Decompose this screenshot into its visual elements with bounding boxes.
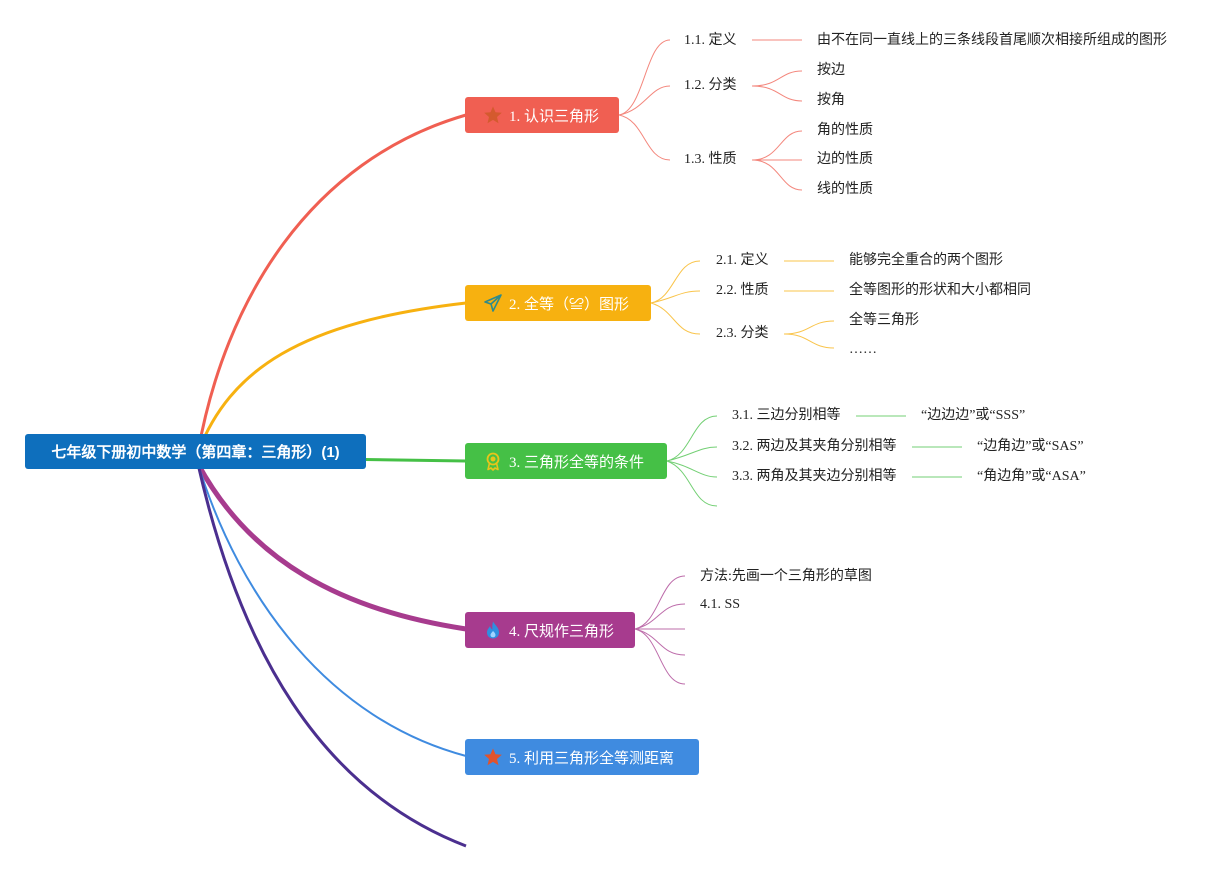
connector-root-branch2 (196, 301, 467, 453)
topic-4-1-label[interactable]: 4.1. SS (700, 597, 741, 612)
root-topic-label: 七年级下册初中数学（第四章：三角形）(1) (51, 444, 340, 461)
connector-root-extra (196, 463, 467, 848)
branch-5-topic[interactable]: 5. 利用三角形全等测距离 (465, 739, 699, 775)
branch-4-label: 4. 尺规作三角形 (509, 623, 615, 640)
topic-2-2-label[interactable]: 2.2. 性质 (716, 283, 769, 298)
topic-1-2-item-1[interactable]: 按边 (817, 63, 845, 78)
branch2-connectors (650, 260, 835, 349)
star-icon (483, 747, 503, 767)
paper-plane-icon (483, 293, 503, 313)
topic-1-2-item-2[interactable]: 按角 (817, 93, 845, 108)
topic-4-method-label[interactable]: 方法:先画一个三角形的草图 (700, 569, 872, 584)
branch3-connectors (666, 415, 962, 507)
topic-3-1-detail[interactable]: “边边边”或“SSS” (921, 408, 1026, 423)
topic-2-1-label[interactable]: 2.1. 定义 (716, 253, 769, 268)
branch-1-label: 1. 认识三角形 (509, 108, 600, 125)
topic-1-3-item-3[interactable]: 线的性质 (817, 182, 873, 197)
topic-3-3-label[interactable]: 3.3. 两角及其夹边分别相等 (732, 469, 897, 484)
topic-2-3-item-2[interactable]: …… (849, 342, 877, 357)
branch-2-label: 2. 全等（≌）图形 (509, 296, 630, 313)
topic-2-1-detail[interactable]: 能够完全重合的两个图形 (849, 253, 1003, 268)
connector-root-branch5 (197, 463, 467, 757)
award-ribbon-icon (483, 451, 503, 471)
branch-3-label: 3. 三角形全等的条件 (509, 454, 645, 471)
branch-1-topic[interactable]: 1. 认识三角形 (465, 97, 619, 133)
branch-2-topic[interactable]: 2. 全等（≌）图形 (465, 285, 651, 321)
topic-3-2-detail[interactable]: “边角边”或“SAS” (977, 439, 1084, 454)
connector-root-branch1 (196, 113, 467, 453)
branch-4-topic[interactable]: 4. 尺规作三角形 (465, 612, 635, 648)
connector-root-branch4 (195, 462, 467, 632)
topic-3-1-label[interactable]: 3.1. 三边分别相等 (732, 408, 841, 423)
topic-2-3-item-1[interactable]: 全等三角形 (849, 313, 919, 328)
topic-2-3-label[interactable]: 2.3. 分类 (716, 326, 769, 341)
topic-1-3-item-1[interactable]: 角的性质 (817, 123, 873, 138)
topic-3-2-label[interactable]: 3.2. 两边及其夹角分别相等 (732, 439, 897, 454)
topic-3-3-detail[interactable]: “角边角”或“ASA” (977, 469, 1086, 484)
topic-1-2-label[interactable]: 1.2. 分类 (684, 78, 737, 93)
branch-5-label: 5. 利用三角形全等测距离 (509, 750, 675, 767)
topic-2-2-detail[interactable]: 全等图形的形状和大小都相同 (849, 283, 1031, 298)
branch1-connectors (618, 39, 803, 191)
branch4-connectors (634, 575, 686, 685)
root-topic[interactable]: 七年级下册初中数学（第四章：三角形）(1) (25, 434, 366, 469)
star-icon (483, 105, 503, 125)
flame-icon (483, 620, 503, 640)
topic-1-3-label[interactable]: 1.3. 性质 (684, 152, 737, 167)
topic-1-3-item-2[interactable]: 边的性质 (817, 152, 873, 167)
topic-1-1-detail[interactable]: 由不在同一直线上的三条线段首尾顺次相接所组成的图形 (817, 33, 1167, 48)
branch-3-topic[interactable]: 3. 三角形全等的条件 (465, 443, 667, 479)
topic-1-1-label[interactable]: 1.1. 定义 (684, 33, 737, 48)
